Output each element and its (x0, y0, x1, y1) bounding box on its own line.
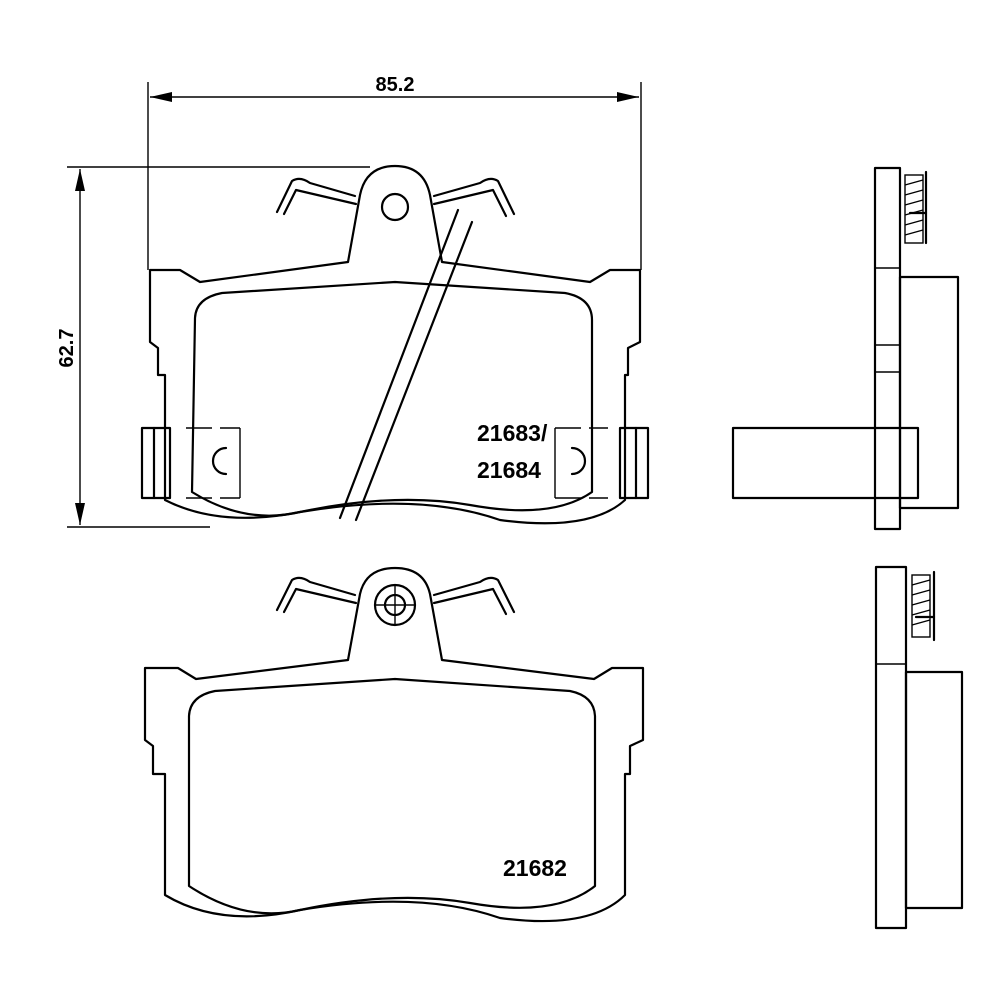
width-dimension: 85.2 (147, 74, 642, 270)
top-pad-friction-surface (190, 280, 594, 517)
top-side-guide-tab (731, 426, 920, 500)
top-pad-right-ear (554, 426, 650, 500)
top-pad-code-2: 21684 (477, 457, 541, 483)
top-brake-pad: 21683/ 21684 (140, 164, 650, 525)
top-pad-side-view (731, 166, 960, 531)
top-pad-wear-indicator (338, 208, 474, 522)
top-pad-left-ear (140, 426, 241, 500)
bottom-pad-code: 21682 (503, 855, 567, 881)
bottom-side-spring (911, 570, 936, 642)
top-pad-spring-clip (275, 177, 516, 216)
bottom-brake-pad: 21682 (143, 566, 645, 923)
bottom-pad-side-view (874, 565, 964, 930)
top-pad-pin-hole (380, 192, 410, 222)
width-dimension-label: 85.2 (376, 74, 415, 96)
top-pad-code-1: 21683/ (477, 420, 548, 446)
bottom-pad-spring-clip (275, 576, 516, 614)
bottom-side-friction-block (904, 670, 964, 910)
height-dimension-label: 62.7 (56, 329, 78, 368)
top-pad-backing-plate (148, 164, 642, 525)
bottom-pad-friction-surface (187, 677, 597, 915)
height-dimension: 62.7 (56, 166, 370, 528)
bottom-pad-backing-plate (143, 566, 645, 923)
top-side-friction-block (898, 275, 960, 510)
top-side-backing-plate (873, 166, 902, 531)
bottom-side-backing-plate (874, 565, 908, 930)
top-side-spring (904, 170, 928, 245)
